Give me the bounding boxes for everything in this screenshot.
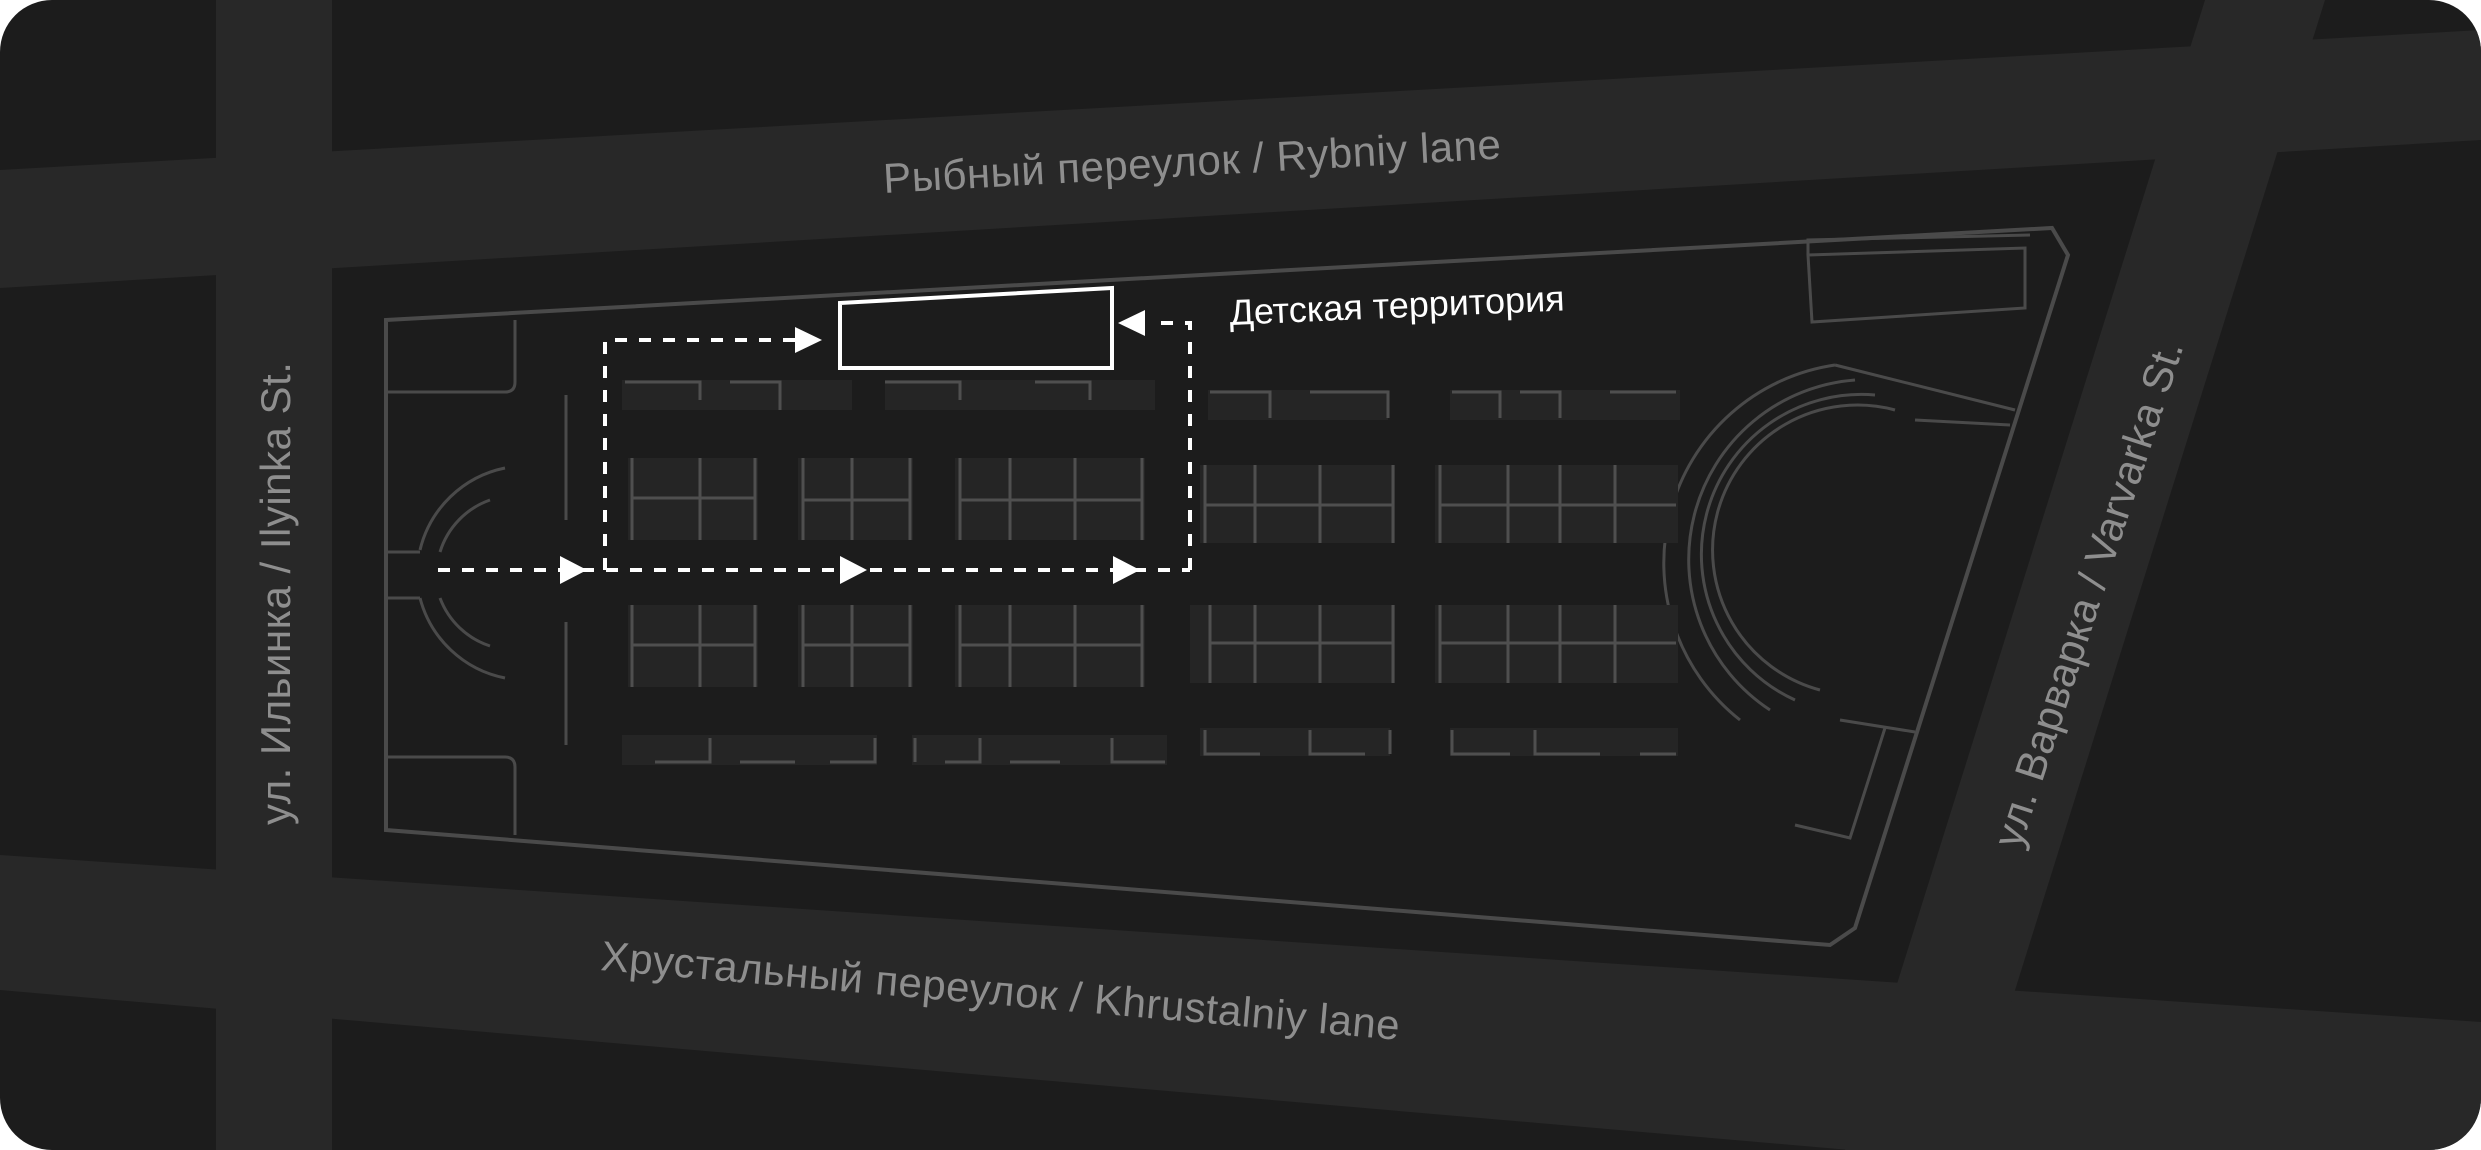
- west-entrance-stair: [386, 466, 506, 680]
- street-label-west: ул. Ильинка / Ilyinka St.: [252, 362, 299, 825]
- road-south: [0, 855, 2481, 1150]
- building-outline: [384, 225, 2071, 948]
- route-arrow: [795, 327, 822, 353]
- market-stalls: [622, 380, 1680, 765]
- stall: [1450, 728, 1678, 756]
- road-north: [0, 30, 2481, 288]
- stall: [622, 380, 852, 410]
- route-arrow: [840, 556, 867, 584]
- stall: [622, 735, 877, 765]
- route-left-branch: [603, 338, 795, 570]
- route-arrow: [1118, 310, 1145, 336]
- stall: [885, 380, 1055, 410]
- stall: [1208, 390, 1388, 420]
- stall: [912, 735, 1167, 765]
- stall: [1450, 390, 1680, 420]
- kids-area: [838, 285, 1114, 370]
- stall: [1200, 728, 1390, 756]
- route-right-branch: [1150, 321, 1192, 570]
- kids-area-label: Детская территория: [1229, 277, 1566, 333]
- road-west: [216, 0, 332, 1150]
- route-arrow: [1113, 556, 1140, 584]
- road-east: [1845, 0, 2325, 1150]
- building-inner-left-rooms: [386, 320, 517, 835]
- stall: [1035, 380, 1155, 410]
- route-arrow: [560, 556, 587, 584]
- route-to-kids-area: [438, 310, 1192, 584]
- east-amphitheatre: [1662, 233, 2031, 840]
